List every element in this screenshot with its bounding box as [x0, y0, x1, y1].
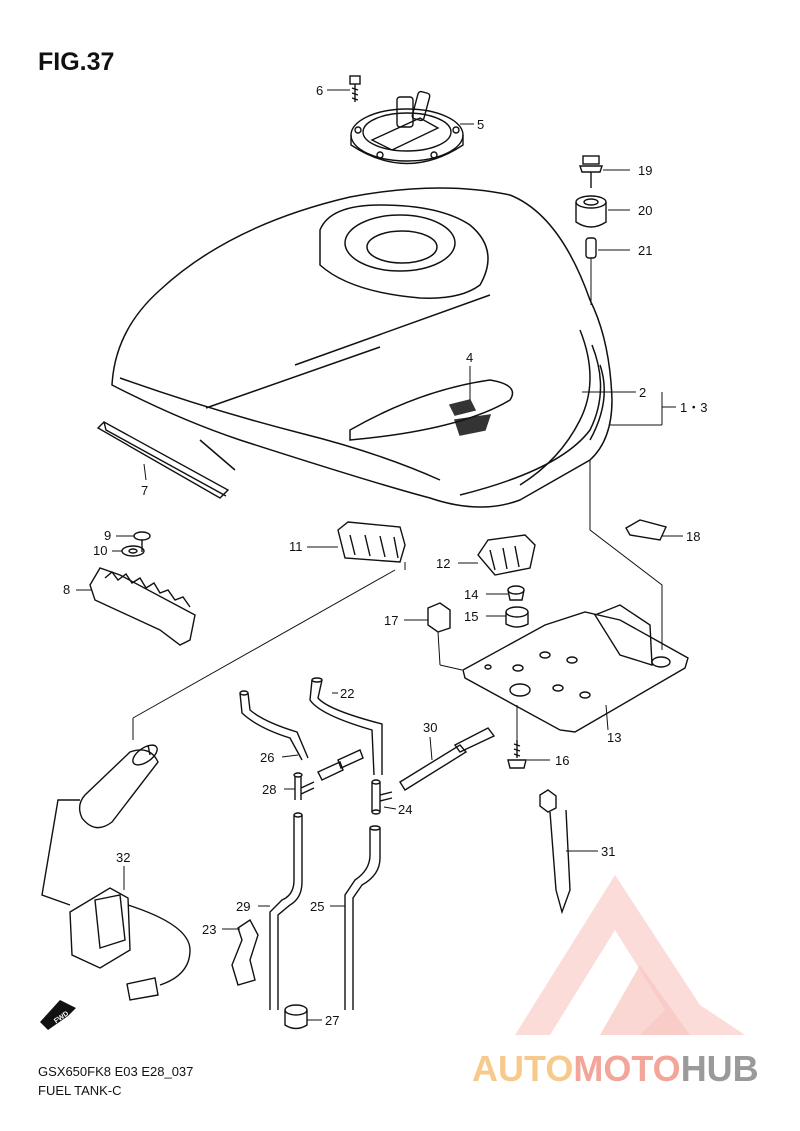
clip-23 — [231, 918, 259, 986]
callout-28: 28 — [262, 782, 276, 797]
callout-31: 31 — [601, 844, 615, 859]
callout-19: 19 — [638, 163, 652, 178]
watermark-logo — [515, 875, 745, 1035]
callout-21: 21 — [638, 243, 652, 258]
screw-6 — [349, 75, 361, 102]
leader-lines — [76, 89, 683, 1021]
callout-1-3: 1・3 — [680, 400, 707, 415]
callout-26: 26 — [260, 750, 274, 765]
bracket-13 — [462, 604, 689, 733]
bolt-14 — [507, 585, 525, 601]
joint-28 — [293, 772, 315, 800]
spacer-20 — [575, 195, 607, 228]
section-name: FUEL TANK-C — [38, 1083, 122, 1098]
callout-2: 2 — [639, 385, 646, 400]
cushion-18 — [625, 519, 667, 541]
figure-title: FIG.37 — [38, 48, 115, 76]
rubber-strip-7 — [96, 421, 230, 499]
hose-31 — [539, 789, 571, 915]
callout-27: 27 — [325, 1013, 339, 1028]
callout-10: 10 — [93, 543, 107, 558]
callout-23: 23 — [202, 922, 216, 937]
callout-11: 11 — [289, 539, 303, 554]
hose-29 — [269, 812, 303, 1010]
callout-9: 9 — [104, 528, 111, 543]
hose-30 — [399, 727, 496, 791]
hose-joint-segment — [317, 749, 364, 781]
fuel-tank — [111, 187, 613, 508]
callout-4: 4 — [466, 350, 473, 365]
callout-8: 8 — [63, 582, 70, 597]
callout-29: 29 — [236, 899, 250, 914]
callout-20: 20 — [638, 203, 652, 218]
bracket-8 — [89, 567, 196, 646]
callout-13: 13 — [607, 730, 621, 745]
watermark-auto: AUTO — [472, 1048, 574, 1089]
callout-16: 16 — [555, 753, 569, 768]
callout-12: 12 — [436, 556, 450, 571]
cushion-12 — [477, 534, 536, 576]
callout-24: 24 — [398, 802, 412, 817]
fuel-cap-assembly — [350, 90, 464, 165]
joint-24 — [371, 779, 393, 815]
bolt-19 — [579, 155, 603, 188]
callout-14: 14 — [464, 587, 478, 602]
callout-18: 18 — [686, 529, 700, 544]
watermark-brand: AUTOMOTOHUB — [472, 1048, 759, 1090]
callout-30: 30 — [423, 720, 437, 735]
grommet-15 — [505, 606, 529, 628]
hose-26 — [239, 690, 309, 761]
hose-22 — [309, 677, 383, 776]
callout-25: 25 — [310, 899, 324, 914]
watermark-moto: MOTO — [573, 1048, 681, 1089]
collar-21 — [585, 237, 597, 259]
bolt-16 — [507, 740, 527, 769]
callout-labels: 6 5 19 20 21 4 2 1・3 7 9 10 8 11 12 14 1… — [63, 83, 707, 1028]
cushion-17 — [427, 602, 451, 633]
callout-7: 7 — [141, 483, 148, 498]
washer-10 — [121, 545, 145, 557]
callout-5: 5 — [477, 117, 484, 132]
callout-15: 15 — [464, 609, 478, 624]
callout-17: 17 — [384, 613, 398, 628]
cap-27 — [284, 1004, 308, 1030]
model-code: GSX650FK8 E03 E28_037 — [38, 1064, 194, 1079]
callout-22: 22 — [340, 686, 354, 701]
hose-25 — [344, 825, 381, 1010]
callout-32: 32 — [116, 850, 130, 865]
cushion-11 — [337, 521, 406, 563]
watermark-hub: HUB — [680, 1048, 759, 1089]
callout-6: 6 — [316, 83, 323, 98]
forward-direction-arrow: FWD — [40, 1000, 76, 1030]
fuel-pump-32 — [41, 744, 191, 1001]
